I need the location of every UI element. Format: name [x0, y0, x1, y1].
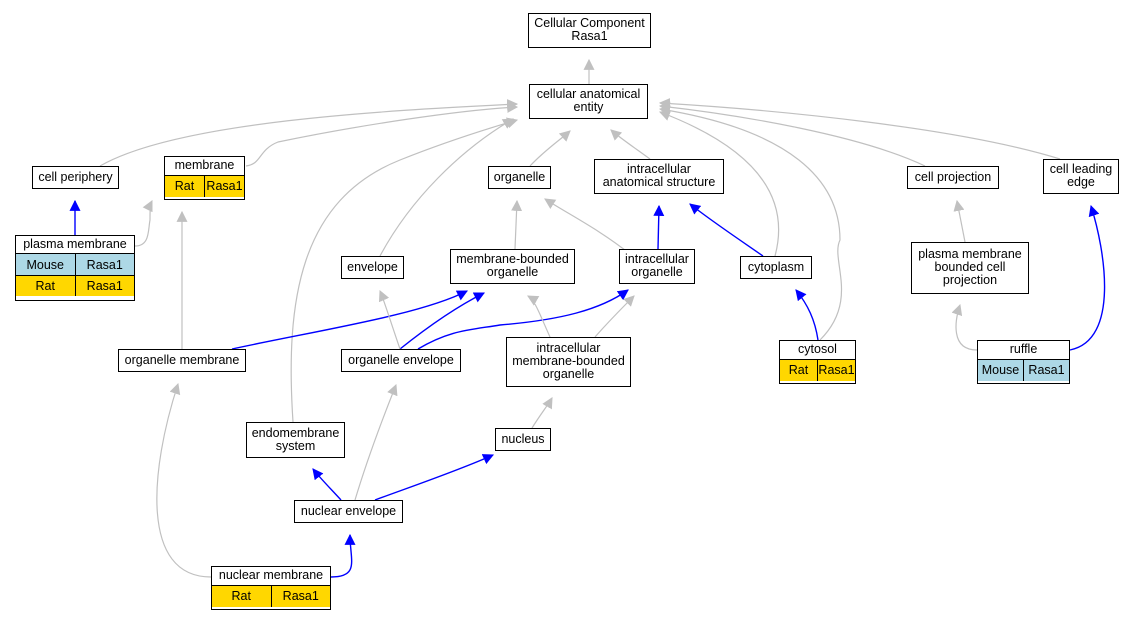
edge-ruffle-to-cell-leading-edge — [1069, 204, 1106, 351]
species-cell: Mouse — [981, 363, 1020, 377]
edge-nuclear-envelope-to-nucleus — [374, 454, 495, 501]
node-organelle-membrane[interactable]: organelle membrane — [118, 349, 246, 372]
gene-cell: Rasa1 — [1023, 359, 1069, 381]
node-label: intracellular membrane-bounded organelle — [512, 341, 625, 381]
node-label: cell projection — [914, 169, 992, 184]
edge-organelle-envelope-to-intracellular-organelle — [417, 289, 629, 350]
edge-cytoplasm-to-intracellular-structure — [689, 203, 764, 257]
node-nuclear-envelope[interactable]: nuclear envelope — [294, 500, 403, 523]
edge-intracellular-mbo-to-membrane-bounded-organelle — [527, 295, 551, 338]
node-cytoplasm[interactable]: cytoplasm — [740, 256, 812, 279]
species-cell: Rat — [174, 179, 195, 193]
node-pm-bounded-projection[interactable]: plasma membrane bounded cell projection — [911, 242, 1029, 294]
edge-organelle-to-cae — [529, 130, 571, 167]
edge-cell-leading-edge-to-cae — [658, 98, 1061, 160]
node-label: endomembrane system — [251, 425, 340, 453]
node-label: organelle — [493, 169, 546, 184]
edge-cell-periphery-to-cae — [99, 99, 519, 167]
gene-cell: Rasa1 — [270, 585, 331, 607]
node-organelle-envelope[interactable]: organelle envelope — [341, 349, 461, 372]
species-cell: Rat — [35, 279, 55, 293]
species-row: Rat Rasa1 — [212, 585, 331, 607]
node-intracellular-organelle[interactable]: intracellular organelle — [619, 249, 695, 284]
edge-intracellular-structure-to-cae — [610, 129, 651, 160]
edge-ruffle-to-pm-bounded-projection — [951, 303, 978, 351]
node-label: cytosol — [780, 341, 855, 360]
edge-membrane-to-cae — [245, 102, 519, 167]
edge-nuclear-envelope-to-organelle-envelope — [354, 383, 398, 501]
node-label: cellular anatomical entity — [536, 87, 641, 114]
edge-intracellular-mbo-to-intracellular-organelle — [594, 295, 635, 338]
node-cae[interactable]: cellular anatomical entity — [529, 84, 648, 119]
node-cell-leading-edge[interactable]: cell leading edge — [1043, 159, 1119, 194]
node-label: membrane-bounded organelle — [456, 252, 569, 279]
node-cell-projection[interactable]: cell projection — [907, 166, 999, 189]
edge-cell-projection-to-cae — [658, 101, 926, 167]
node-label: cytoplasm — [747, 259, 805, 274]
edge-plasma-membrane-to-membrane — [134, 200, 153, 247]
edge-cytosol-to-cae — [658, 105, 843, 341]
edge-intracellular-organelle-to-intracellular-structure — [653, 204, 665, 250]
node-label: plasma membrane bounded cell projection — [918, 247, 1022, 287]
gene-cell: Rasa1 — [74, 254, 135, 275]
gene-cell: Rasa1 — [204, 175, 244, 197]
node-label: nuclear envelope — [300, 503, 397, 518]
edge-nuclear-envelope-to-endomembrane-system — [312, 468, 342, 501]
edge-nuclear-membrane-to-organelle-membrane — [156, 382, 212, 578]
node-label: intracellular anatomical structure — [602, 162, 716, 189]
node-label: nuclear membrane — [212, 567, 330, 586]
edge-pm-bounded-projection-to-cell-projection — [953, 199, 966, 243]
edge-nuclear-membrane-to-nuclear-envelope — [330, 533, 356, 578]
node-nucleus[interactable]: nucleus — [495, 428, 551, 451]
node-label: organelle membrane — [124, 352, 240, 367]
node-organelle[interactable]: organelle — [488, 166, 551, 189]
node-label: plasma membrane — [16, 236, 134, 254]
node-label: ruffle — [978, 341, 1069, 360]
edge-intracellular-organelle-to-organelle — [544, 198, 631, 255]
edge-organelle-envelope-to-envelope — [378, 289, 401, 350]
gene-cell: Rasa1 — [74, 276, 135, 296]
node-cell-periphery[interactable]: cell periphery — [32, 166, 119, 189]
edge-cytoplasm-to-cae — [658, 110, 780, 257]
node-label: Cellular Component Rasa1 — [534, 16, 645, 43]
edge-envelope-to-cae — [379, 118, 514, 257]
gene-cell: Rasa1 — [817, 359, 855, 381]
node-label: membrane — [165, 157, 244, 176]
node-envelope[interactable]: envelope — [341, 256, 404, 279]
species-row: Rat Rasa1 — [780, 359, 855, 381]
node-root[interactable]: Cellular Component Rasa1 — [528, 13, 651, 48]
edge-cytosol-to-cytoplasm — [795, 289, 819, 341]
edge-membrane-bounded-organelle-to-organelle — [511, 199, 523, 250]
node-label: cell leading edge — [1049, 162, 1113, 189]
node-label: organelle envelope — [348, 352, 454, 367]
node-label: cell periphery — [38, 169, 113, 184]
species-row: Rat Rasa1 — [165, 175, 244, 197]
edge-organelle-membrane-to-membrane-bounded-organelle — [231, 290, 468, 350]
edge-organelle-envelope-to-membrane-bounded-organelle — [399, 292, 485, 350]
node-label: envelope — [347, 259, 398, 274]
species-row: Rat Rasa1 — [16, 275, 134, 296]
node-intracellular-structure[interactable]: intracellular anatomical structure — [594, 159, 724, 194]
node-endomembrane-system[interactable]: endomembrane system — [246, 422, 345, 458]
species-cell: Mouse — [26, 257, 65, 272]
node-membrane-bounded-organelle[interactable]: membrane-bounded organelle — [450, 249, 575, 284]
node-intracellular-mbo[interactable]: intracellular membrane-bounded organelle — [506, 337, 631, 387]
edge-nucleus-to-intracellular-mbo — [531, 397, 553, 429]
node-label: nucleus — [501, 431, 545, 446]
edge-endomembrane-system-to-cae — [290, 117, 519, 423]
species-cell: Rat — [231, 589, 251, 603]
node-label: intracellular organelle — [625, 252, 689, 279]
species-row: Mouse Rasa1 — [16, 254, 134, 275]
species-cell: Rat — [788, 363, 809, 377]
